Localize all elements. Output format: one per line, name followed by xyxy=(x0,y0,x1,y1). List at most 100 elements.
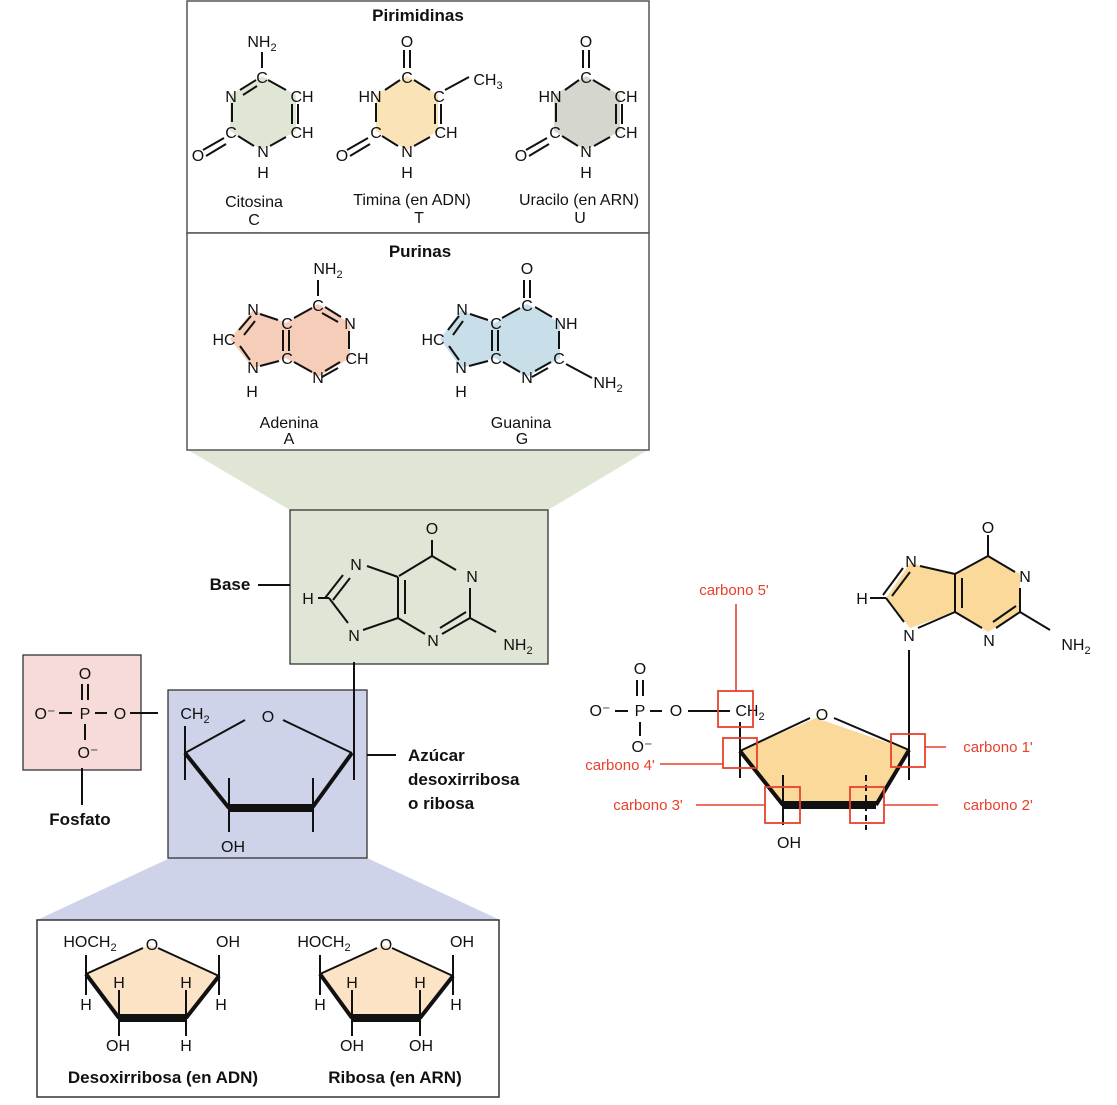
thymine-label: Timina (en ADN) xyxy=(353,192,471,209)
svg-text:H: H xyxy=(80,997,92,1014)
carbon-annotations: carbono 5' carbono 4' carbono 3' carbono… xyxy=(585,582,1033,824)
svg-text:N: N xyxy=(247,360,259,377)
svg-text:HN: HN xyxy=(358,89,381,106)
svg-text:H: H xyxy=(314,997,326,1014)
svg-text:O: O xyxy=(816,707,828,724)
svg-text:CH: CH xyxy=(345,351,368,368)
svg-text:O: O xyxy=(79,666,91,683)
svg-text:C: C xyxy=(370,125,382,142)
svg-text:N: N xyxy=(580,144,592,161)
svg-text:H: H xyxy=(580,165,592,182)
svg-text:CH: CH xyxy=(434,125,457,142)
svg-text:N: N xyxy=(401,144,413,161)
svg-text:O: O xyxy=(634,661,646,678)
uracil-label: Uracilo (en ARN) xyxy=(519,192,639,209)
svg-text:H: H xyxy=(455,384,467,401)
purines-panel: Purinas NH2 C N C N HC C CH xyxy=(186,232,650,451)
svg-text:H: H xyxy=(180,975,192,992)
svg-text:O⁻: O⁻ xyxy=(78,745,99,762)
svg-text:H: H xyxy=(113,975,125,992)
svg-text:CH: CH xyxy=(614,89,637,106)
svg-text:O: O xyxy=(670,703,682,720)
svg-text:HN: HN xyxy=(538,89,561,106)
svg-text:CH: CH xyxy=(290,89,313,106)
ribose-structure: HOCH2 O OH H H H H OH OH xyxy=(297,934,474,1055)
svg-text:OH: OH xyxy=(340,1038,364,1055)
carbon-3-label: carbono 3' xyxy=(613,797,683,814)
svg-text:OH: OH xyxy=(450,934,474,951)
svg-text:NH: NH xyxy=(554,316,577,333)
svg-text:C: C xyxy=(490,316,502,333)
svg-text:O: O xyxy=(114,706,126,723)
adenine-structure: NH2 C N C N HC C CH N N H xyxy=(212,261,368,401)
carbon-4-label: carbono 4' xyxy=(585,757,655,774)
deoxyribose-structure: HOCH2 O OH H H H H OH H xyxy=(63,934,240,1055)
carbon-1-annotation: carbono 1' xyxy=(890,733,1033,768)
svg-text:N: N xyxy=(350,557,362,574)
svg-text:H: H xyxy=(180,1038,192,1055)
svg-text:N: N xyxy=(1019,569,1031,586)
sugar-zoom-connector xyxy=(37,858,500,920)
svg-text:O: O xyxy=(521,261,533,278)
carbon-2-label: carbono 2' xyxy=(963,797,1033,814)
base-box: O N N H N N NH2 xyxy=(289,509,549,665)
svg-text:NH2: NH2 xyxy=(503,637,532,657)
svg-text:O: O xyxy=(380,937,392,954)
carbon-3-annotation: carbono 3' xyxy=(613,786,801,824)
svg-text:O⁻: O⁻ xyxy=(35,706,56,723)
carbon-2-annotation: carbono 2' xyxy=(849,786,1033,824)
svg-text:HOCH2: HOCH2 xyxy=(297,934,350,954)
svg-text:N: N xyxy=(247,302,259,319)
svg-text:C: C xyxy=(521,298,533,315)
svg-text:CH2: CH2 xyxy=(735,703,764,723)
svg-text:H: H xyxy=(257,165,269,182)
sugars-panel: HOCH2 O OH H H H H OH H Desoxirribosa (e… xyxy=(36,919,500,1098)
svg-text:NH2: NH2 xyxy=(593,375,622,395)
svg-text:C: C xyxy=(401,70,413,87)
adenine-letter: A xyxy=(284,431,295,448)
svg-text:N: N xyxy=(225,89,237,106)
phosphate-label: Fosfato xyxy=(49,810,110,829)
svg-text:CH2: CH2 xyxy=(180,706,209,726)
svg-text:O: O xyxy=(982,520,994,537)
pyrimidines-panel: Pirimidinas NH2 C N CH CH C N H O Citosi… xyxy=(186,0,650,234)
svg-text:OH: OH xyxy=(106,1038,130,1055)
purines-title: Purinas xyxy=(389,242,451,261)
uracil-letter: U xyxy=(574,210,586,227)
sugar-box: CH2 O OH xyxy=(130,662,368,859)
svg-text:C: C xyxy=(580,70,592,87)
svg-text:N: N xyxy=(903,628,915,645)
ribose-label: Ribosa (en ARN) xyxy=(328,1068,462,1087)
svg-text:C: C xyxy=(225,125,237,142)
carbon-5-annotation: carbono 5' xyxy=(699,582,769,728)
svg-text:H: H xyxy=(414,975,426,992)
svg-text:H: H xyxy=(215,997,227,1014)
svg-text:O: O xyxy=(192,148,204,165)
svg-text:OH: OH xyxy=(216,934,240,951)
svg-text:C: C xyxy=(553,351,565,368)
svg-text:O: O xyxy=(580,34,592,51)
svg-text:O: O xyxy=(515,148,527,165)
svg-text:N: N xyxy=(427,633,439,650)
sugar-label-line3: o ribosa xyxy=(408,794,475,813)
svg-text:HC: HC xyxy=(212,332,235,349)
svg-text:O⁻: O⁻ xyxy=(632,739,653,756)
svg-text:O: O xyxy=(336,148,348,165)
carbon-1-label: carbono 1' xyxy=(963,739,1033,756)
svg-text:C: C xyxy=(312,298,324,315)
guanine-label: Guanina xyxy=(491,415,552,432)
svg-text:O: O xyxy=(401,34,413,51)
svg-text:O: O xyxy=(146,937,158,954)
carbon-4-annotation: carbono 4' xyxy=(585,737,758,774)
svg-text:C: C xyxy=(549,125,561,142)
svg-text:NH2: NH2 xyxy=(313,261,342,281)
deoxyribose-label: Desoxirribosa (en ADN) xyxy=(68,1068,258,1087)
svg-text:C: C xyxy=(433,89,445,106)
svg-text:NH2: NH2 xyxy=(1061,637,1090,657)
svg-text:HOCH2: HOCH2 xyxy=(63,934,116,954)
phosphate-box: O O⁻ P O O⁻ xyxy=(22,654,142,771)
cytosine-structure: NH2 C N CH CH C N H O xyxy=(192,34,314,182)
svg-text:H: H xyxy=(346,975,358,992)
thymine-letter: T xyxy=(414,210,424,227)
